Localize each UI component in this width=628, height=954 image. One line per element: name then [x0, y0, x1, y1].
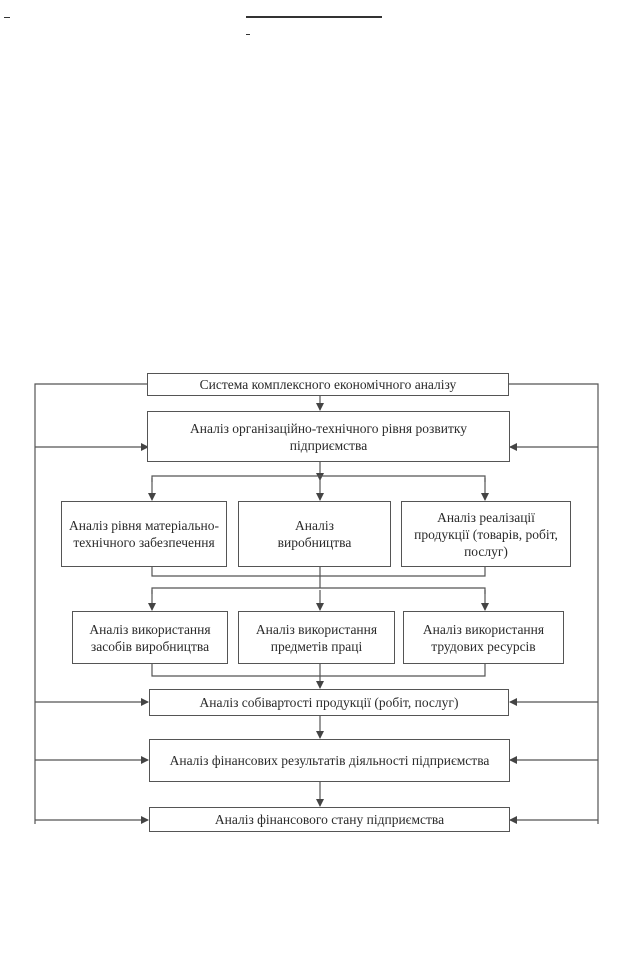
scan-mark-dash-left [4, 17, 10, 19]
node-material: Аналіз рівня матеріально-технічного забе… [61, 501, 227, 567]
left-loop-line [34, 383, 148, 824]
scan-mark-line [246, 16, 382, 18]
node-production-label: Аналіз виробництва [277, 518, 352, 550]
node-fin-results: Аналіз фінансових результатів діяльності… [149, 739, 510, 782]
node-means: Аналіз використання засобів виробництва [72, 611, 228, 664]
scan-mark-dash-small [246, 34, 250, 36]
node-means-label: Аналіз використання засобів виробництва [89, 621, 211, 654]
merge-row1 [151, 567, 486, 577]
node-org-tech: Аналіз організаційно-технічного рівня ро… [147, 411, 510, 462]
node-labor-label: Аналіз використання трудових ресурсів [422, 621, 545, 654]
node-production: Аналіз виробництва [238, 501, 391, 567]
node-objects: Аналіз використання предметів праці [238, 611, 395, 664]
node-sales: Аналіз реалізації продукції (товарів, ро… [401, 501, 571, 567]
node-fin-results-label: Аналіз фінансових результатів діяльності… [169, 753, 490, 768]
node-cost-label: Аналіз собівартості продукції (робіт, по… [199, 695, 459, 710]
branch-row1 [151, 475, 486, 482]
node-objects-label: Аналіз використання предметів праці [255, 621, 378, 654]
node-system-label: Система комплексного економічного аналіз… [199, 377, 457, 392]
node-material-label: Аналіз рівня матеріально-технічного забе… [69, 518, 219, 550]
node-system: Система комплексного економічного аналіз… [147, 373, 509, 396]
node-labor: Аналіз використання трудових ресурсів [403, 611, 564, 664]
merge-row2 [151, 664, 486, 677]
branch-row2 [151, 587, 486, 594]
node-fin-state-label: Аналіз фінансового стану підприємства [214, 812, 445, 827]
right-loop-line [508, 383, 599, 824]
node-sales-label: Аналіз реалізації продукції (товарів, ро… [414, 509, 558, 559]
node-fin-state: Аналіз фінансового стану підприємства [149, 807, 510, 832]
node-org-tech-label: Аналіз організаційно-технічного рівня ро… [190, 420, 467, 453]
node-cost: Аналіз собівартості продукції (робіт, по… [149, 689, 509, 716]
